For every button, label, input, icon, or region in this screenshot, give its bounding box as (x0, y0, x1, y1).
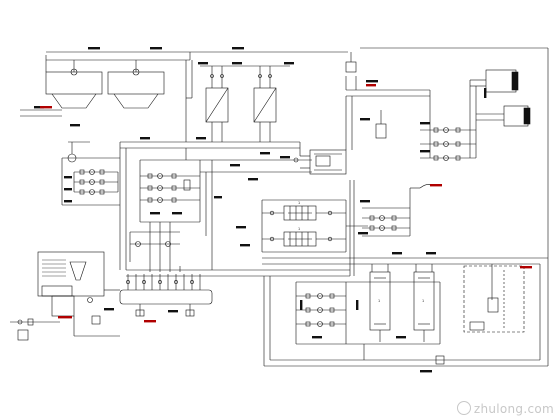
pump-icon (89, 179, 95, 185)
pump-icon (443, 155, 449, 161)
pump-row (296, 321, 346, 327)
upper-right-equipment (330, 51, 531, 161)
treatment-panel (37, 251, 105, 297)
pump-row (140, 197, 200, 203)
equipment-enclosure (463, 265, 525, 333)
watermark: zhulong.com (456, 401, 554, 416)
meter-icon (17, 319, 23, 325)
pump-row (74, 169, 118, 175)
watermark-text: zhulong.com (473, 402, 554, 416)
pump-row (140, 185, 200, 191)
fan-icon (70, 68, 78, 76)
softener-tank (69, 261, 87, 281)
filter-icon (183, 179, 191, 191)
pump-icon (379, 215, 385, 221)
water-tank (51, 295, 75, 317)
water-distributor (119, 274, 213, 317)
chiller-unit-1 (205, 87, 229, 123)
pump-row (74, 179, 118, 185)
pipe-size-tags (34, 47, 487, 373)
cooling-water-pump-array (61, 141, 120, 206)
chiller-unit-3 (485, 69, 517, 93)
exchanger-a-label: 1 (298, 201, 300, 205)
cooling-tower-1 (45, 71, 103, 95)
zhulong-logo-icon (456, 401, 471, 415)
filter-icon (375, 123, 387, 139)
cooling-tower-2 (107, 71, 165, 95)
pump-icon (157, 185, 163, 191)
secondary-pump-array (362, 184, 433, 237)
pump-icon (87, 297, 93, 303)
equipment-number-labels: 1 1 1 1 (298, 201, 424, 303)
air-handler-right (293, 149, 347, 175)
tower-basin-2 (113, 93, 159, 109)
exchanger-b-label: 1 (298, 227, 300, 231)
pump-icon (89, 189, 95, 195)
distributor-header (119, 289, 213, 305)
chiller-unit-2 (253, 87, 277, 123)
tower-basin-1 (51, 93, 97, 109)
lower-right-plant (262, 257, 548, 342)
chiller-b-label: 1 (422, 299, 424, 303)
lower-pump-array (295, 281, 441, 345)
pump-icon (317, 293, 323, 299)
valve-icon (135, 241, 141, 247)
control-cabinet (469, 321, 485, 331)
chilled-water-pump-array (139, 148, 201, 223)
pump-icon (443, 141, 449, 147)
pump-row (362, 225, 410, 231)
expansion-tank (345, 61, 357, 73)
cooling-tower-group (20, 55, 190, 117)
pump-icon (157, 197, 163, 203)
pump-icon (317, 307, 323, 313)
water-treatment-unit (10, 251, 120, 341)
chiller-group (200, 65, 290, 142)
ahu-box (309, 149, 347, 175)
pump-row (74, 189, 118, 195)
fan-icon (132, 68, 140, 76)
pump-row (296, 293, 346, 299)
check-valve-icon (435, 355, 445, 365)
pump-icon (443, 127, 449, 133)
chiller-a-label: 1 (378, 299, 380, 303)
valve-icon (165, 241, 171, 247)
pump-row (362, 215, 410, 221)
pump-icon (157, 173, 163, 179)
pump-icon (89, 169, 95, 175)
plate-heat-exchangers (261, 199, 347, 253)
pump-icon (317, 321, 323, 327)
pump-row (296, 307, 346, 313)
pump-row (140, 173, 200, 179)
pump-icon (379, 225, 385, 231)
meter-box (487, 297, 499, 313)
drain-tank (17, 329, 29, 341)
red-annotation-tags (40, 84, 532, 323)
valve-icon (293, 157, 299, 163)
